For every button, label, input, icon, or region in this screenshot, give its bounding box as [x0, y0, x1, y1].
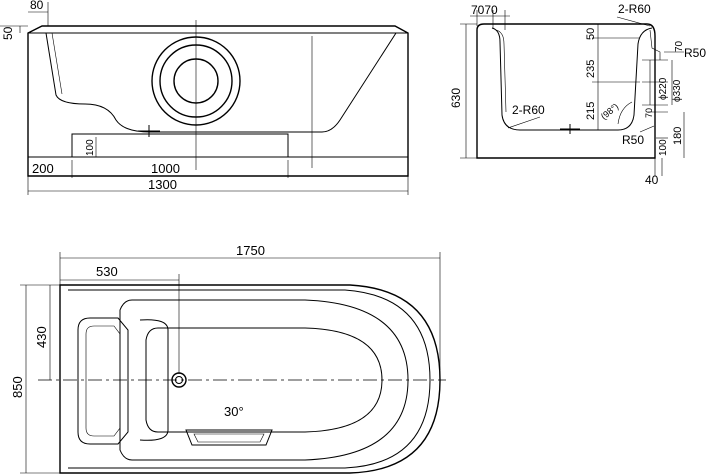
angle-30-label: 30° [224, 404, 244, 419]
dim-1750-label: 1750 [236, 243, 265, 258]
dim-70-small-label: 70 [644, 108, 654, 118]
dim-850-label: 850 [10, 376, 25, 398]
dim-r50-bottom-leader [639, 125, 655, 133]
dim-50-side-label: 50 [585, 28, 597, 40]
angle-98-label: (98°) [599, 101, 620, 121]
dim-phi220-label: ϕ220 [658, 77, 669, 100]
front-inner-panel [71, 133, 289, 158]
dim-1000-label: 1000 [151, 161, 180, 176]
plan-basin-inner [145, 327, 383, 433]
dim-530-label: 530 [96, 264, 118, 279]
dim-215-label: 215 [585, 102, 597, 120]
dim-r50-bottom-label: R50 [622, 133, 644, 147]
side-outer-body [476, 23, 656, 159]
side-drain-icon [560, 124, 580, 134]
front-view: 80 50 100 200 1000 1300 [0, 0, 409, 195]
dim-180-label: 180 [672, 127, 684, 145]
dim-50-label: 50 [1, 26, 15, 40]
dim-100-side-label: 100 [658, 139, 669, 156]
side-lip-detail [649, 29, 661, 60]
dim-phi330-label: ϕ330 [672, 79, 683, 102]
plan-armrest [185, 429, 273, 446]
dim-70-top-label: 70 [674, 40, 685, 52]
dim-235-label: 235 [585, 60, 597, 78]
front-basin-inner [51, 32, 63, 95]
side-view: 7070 2-R60 630 50 235 215 (98°) 2-R60 70… [449, 2, 706, 187]
dim-100-label: 100 [85, 139, 96, 156]
plan-basin-outer [119, 299, 409, 461]
dim-7070-label: 7070 [471, 3, 498, 17]
dim-2r60-inner-leader [507, 116, 541, 129]
dim-430-label: 430 [34, 326, 49, 348]
plan-headrest-inner [85, 325, 121, 437]
angle-98-arc [617, 101, 633, 125]
dim-r50-top-label: R50 [684, 46, 706, 60]
plan-headrest [77, 317, 129, 445]
dim-2r60-top-leader [616, 16, 651, 27]
dim-80-label: 80 [30, 0, 44, 12]
front-drain-icon [138, 125, 160, 137]
plan-view: 1750 530 430 850 30° [10, 243, 446, 474]
dim-630-label: 630 [449, 88, 463, 108]
dim-2r60-top-label: 2-R60 [618, 2, 651, 16]
side-basin-inner [495, 29, 507, 113]
front-basin-profile [45, 32, 397, 133]
dim-200-label: 200 [32, 161, 54, 176]
dim-2r60-inner-label: 2-R60 [512, 103, 545, 117]
plan-armrest-inner [193, 433, 265, 443]
dim-1300-label: 1300 [148, 177, 177, 192]
plan-rim [68, 289, 431, 469]
dim-40-label: 40 [645, 173, 659, 187]
